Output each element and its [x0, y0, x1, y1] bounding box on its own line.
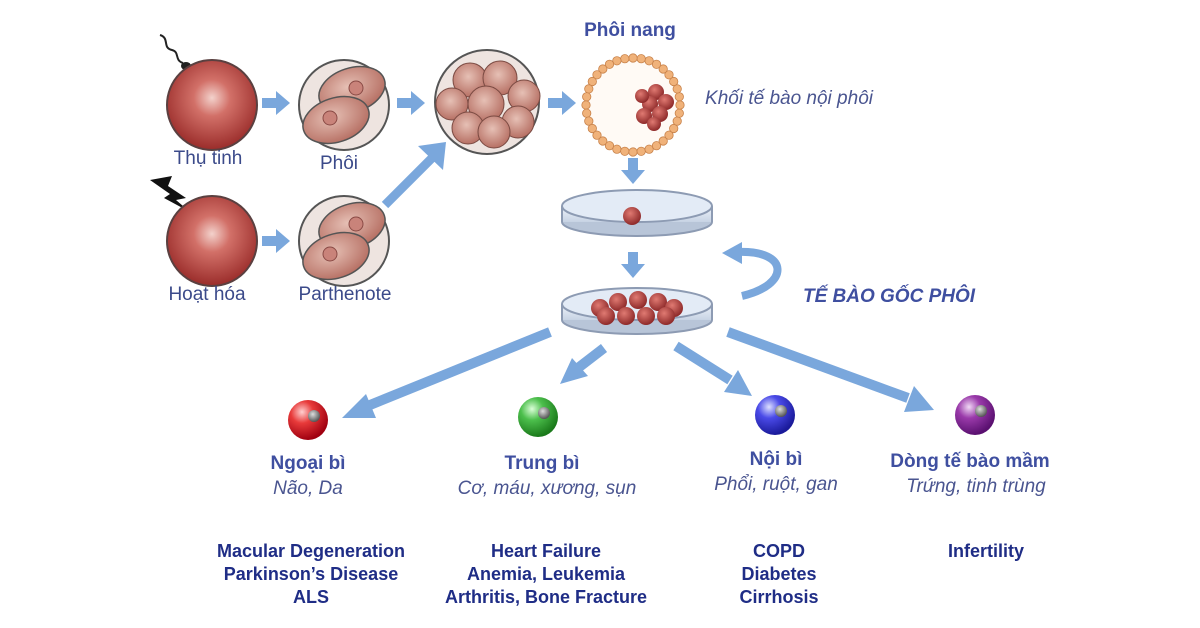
trophoblast-cell	[620, 54, 630, 64]
trophoblast-cell	[592, 130, 602, 140]
disease-item: Macular Degeneration	[216, 541, 406, 561]
sperm-icon	[159, 34, 191, 70]
trophoblast-cell	[612, 56, 622, 66]
label-activation: Hoạt hóa	[168, 284, 246, 305]
arrow-dish-to-culture	[621, 252, 645, 278]
arrow-to-ectoderm	[342, 327, 552, 418]
trophoblast-cell	[581, 100, 591, 110]
label-embryonic-stem-cells: TẾ BÀO GỐC PHÔI	[802, 286, 976, 307]
trophoblast-cell	[636, 146, 646, 156]
trophoblast-cell	[628, 147, 638, 157]
arrow-activated-to-parthenote	[262, 229, 290, 253]
trophoblast-cell	[664, 130, 674, 140]
disease-item: Infertility	[947, 541, 1025, 561]
arrow-fertilized-to-embryo	[262, 91, 290, 115]
germline-cell-icon	[955, 395, 995, 435]
disease-list: Heart Failure Anemia, Leukemia Arthritis…	[445, 540, 647, 609]
trophoblast-cell	[604, 59, 615, 69]
activated-egg	[166, 195, 258, 287]
label-parthenote: Parthenote	[298, 284, 392, 305]
germ-layer-tissues: Cơ, máu, xương, sụn	[457, 478, 637, 499]
trophoblast-cell	[612, 144, 622, 154]
arrow-to-mesoderm	[560, 344, 608, 384]
germ-layer-name: Ngoại bì	[270, 453, 346, 474]
arrow-morula-to-blastocyst	[548, 91, 576, 115]
disease-item: Arthritis, Bone Fracture	[444, 587, 648, 607]
germ-layer-tissues: Não, Da	[273, 478, 343, 499]
trophoblast-cell	[584, 84, 594, 94]
arrow-parthenote-to-morula	[381, 142, 446, 209]
ectoderm-cell-icon	[288, 400, 328, 440]
trophoblast-cell	[620, 146, 630, 156]
trophoblast-cell	[587, 76, 597, 87]
arrow-embryo-to-morula	[397, 91, 425, 115]
trophoblast-cell	[658, 136, 668, 146]
disease-list: Infertility	[948, 540, 1024, 563]
self-renewal-arrow	[722, 242, 782, 300]
disease-item: Heart Failure	[490, 541, 602, 561]
trophoblast-cell	[644, 56, 654, 66]
germ-layer-tissues: Trứng, tinh trùng	[906, 476, 1046, 497]
trophoblast-cell	[651, 141, 662, 151]
trophoblast-cell	[604, 141, 615, 151]
trophoblast-cell	[598, 136, 608, 146]
trophoblast-cell	[674, 108, 684, 118]
arrow-to-germline	[726, 327, 934, 412]
trophoblast-cell	[598, 64, 608, 74]
disease-item: Anemia, Leukemia	[466, 564, 626, 584]
germ-layer-name: Nội bì	[749, 449, 803, 470]
disease-item: Parkinson’s Disease	[223, 564, 399, 584]
label-blastocyst: Phôi nang	[584, 20, 676, 41]
trophoblast-cell	[658, 64, 668, 74]
petri-dish-colony	[561, 287, 713, 335]
fertilized-egg	[166, 59, 258, 151]
endoderm-cell-icon	[755, 395, 795, 435]
disease-item: Diabetes	[741, 564, 817, 584]
trophoblast-cell	[674, 92, 684, 102]
trophoblast-cell	[587, 123, 597, 134]
trophoblast-cell	[582, 108, 592, 118]
arrow-blastocyst-to-dish	[621, 158, 645, 184]
trophoblast-cell	[644, 144, 654, 154]
label-fertilization: Thụ tinh	[173, 148, 243, 169]
trophoblast-cell	[592, 70, 602, 80]
trophoblast-cell	[669, 76, 679, 87]
morula	[434, 49, 541, 155]
blastocyst	[581, 53, 685, 157]
trophoblast-cell	[664, 70, 674, 80]
disease-list: COPD Diabetes Cirrhosis	[739, 540, 818, 609]
trophoblast-cell	[582, 92, 592, 102]
germ-layer-name: Trung bì	[504, 453, 580, 474]
trophoblast-cell	[675, 100, 685, 110]
trophoblast-cell	[672, 116, 682, 126]
mesoderm-cell-icon	[518, 397, 558, 437]
label-embryo: Phôi	[319, 153, 359, 174]
two-cell-embryo	[298, 59, 390, 151]
trophoblast-cell	[669, 123, 679, 134]
disease-item: ALS	[293, 587, 329, 607]
trophoblast-cell	[628, 53, 638, 63]
lightning-icon	[150, 176, 190, 212]
disease-list: Macular Degeneration Parkinson’s Disease…	[217, 540, 405, 609]
arrow-to-endoderm	[673, 341, 752, 396]
germ-layer-name: Dòng tế bào mầm	[890, 451, 1050, 472]
trophoblast-cell	[636, 54, 646, 64]
disease-item: Cirrhosis	[739, 587, 819, 607]
petri-dish-single	[561, 189, 713, 237]
label-inner-cell-mass: Khối tế bào nội phôi	[705, 88, 873, 109]
trophoblast-cell	[651, 59, 662, 69]
trophoblast-cell	[672, 84, 682, 94]
germ-layer-tissues: Phổi, ruột, gan	[714, 474, 838, 495]
trophoblast-cell	[584, 116, 594, 126]
parthenote-cell	[298, 195, 390, 287]
disease-item: COPD	[752, 541, 805, 561]
